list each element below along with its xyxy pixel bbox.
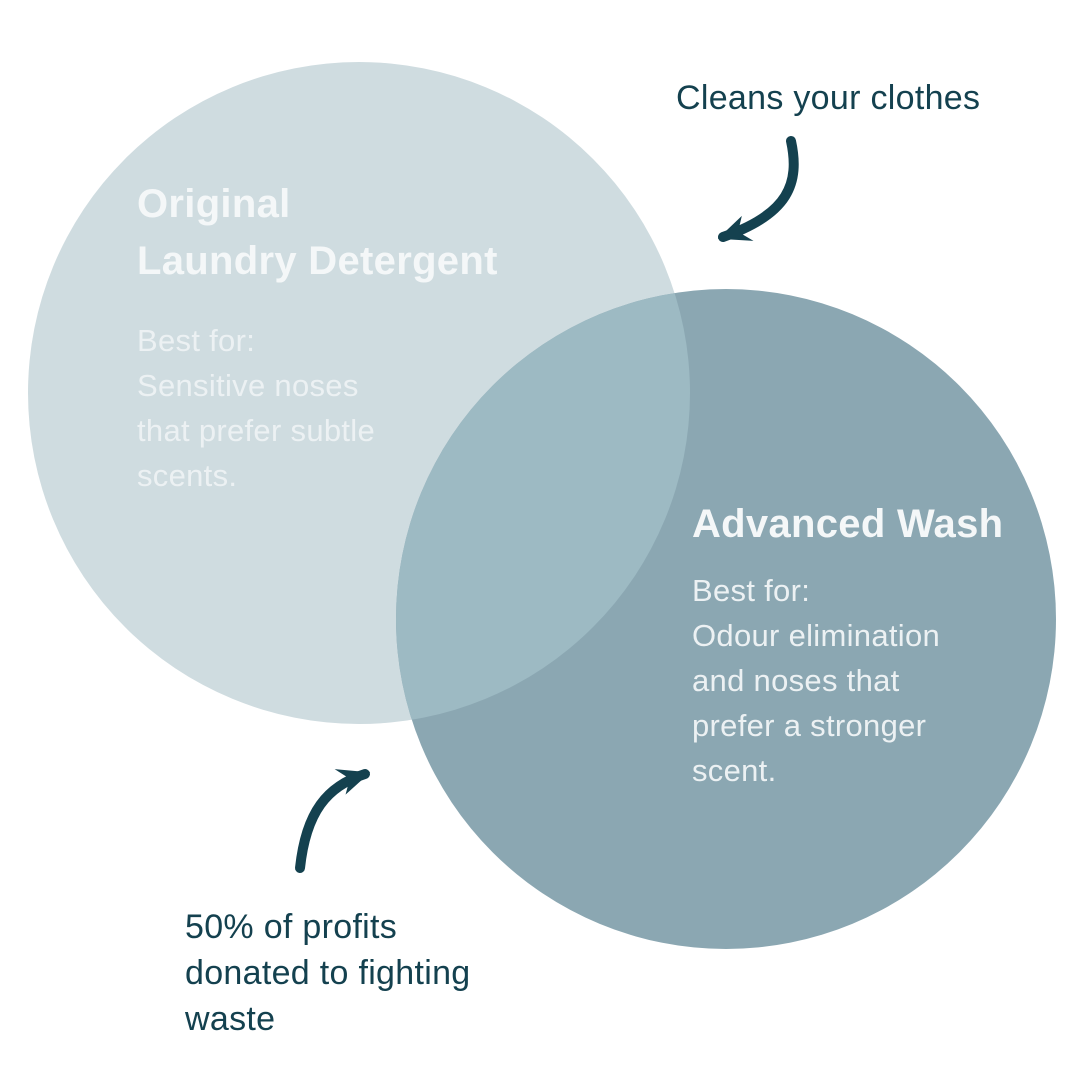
curved-arrow-up-right-icon <box>295 769 371 873</box>
right-circle-title: Advanced Wash <box>692 502 1004 546</box>
left-circle-description: Best for: Sensitive noses that prefer su… <box>137 323 376 493</box>
overlap-annotation-top: Cleans your clothes <box>676 79 981 117</box>
left-circle-title: Original Laundry Detergent <box>137 182 498 283</box>
overlap-annotation-bottom: 50% of profits donated to fighting waste <box>185 908 471 1038</box>
curved-arrow-down-left-icon <box>717 136 799 242</box>
venn-overlap-region <box>396 289 690 724</box>
right-circle-description: Best for: Odour elimination and noses th… <box>692 573 941 788</box>
